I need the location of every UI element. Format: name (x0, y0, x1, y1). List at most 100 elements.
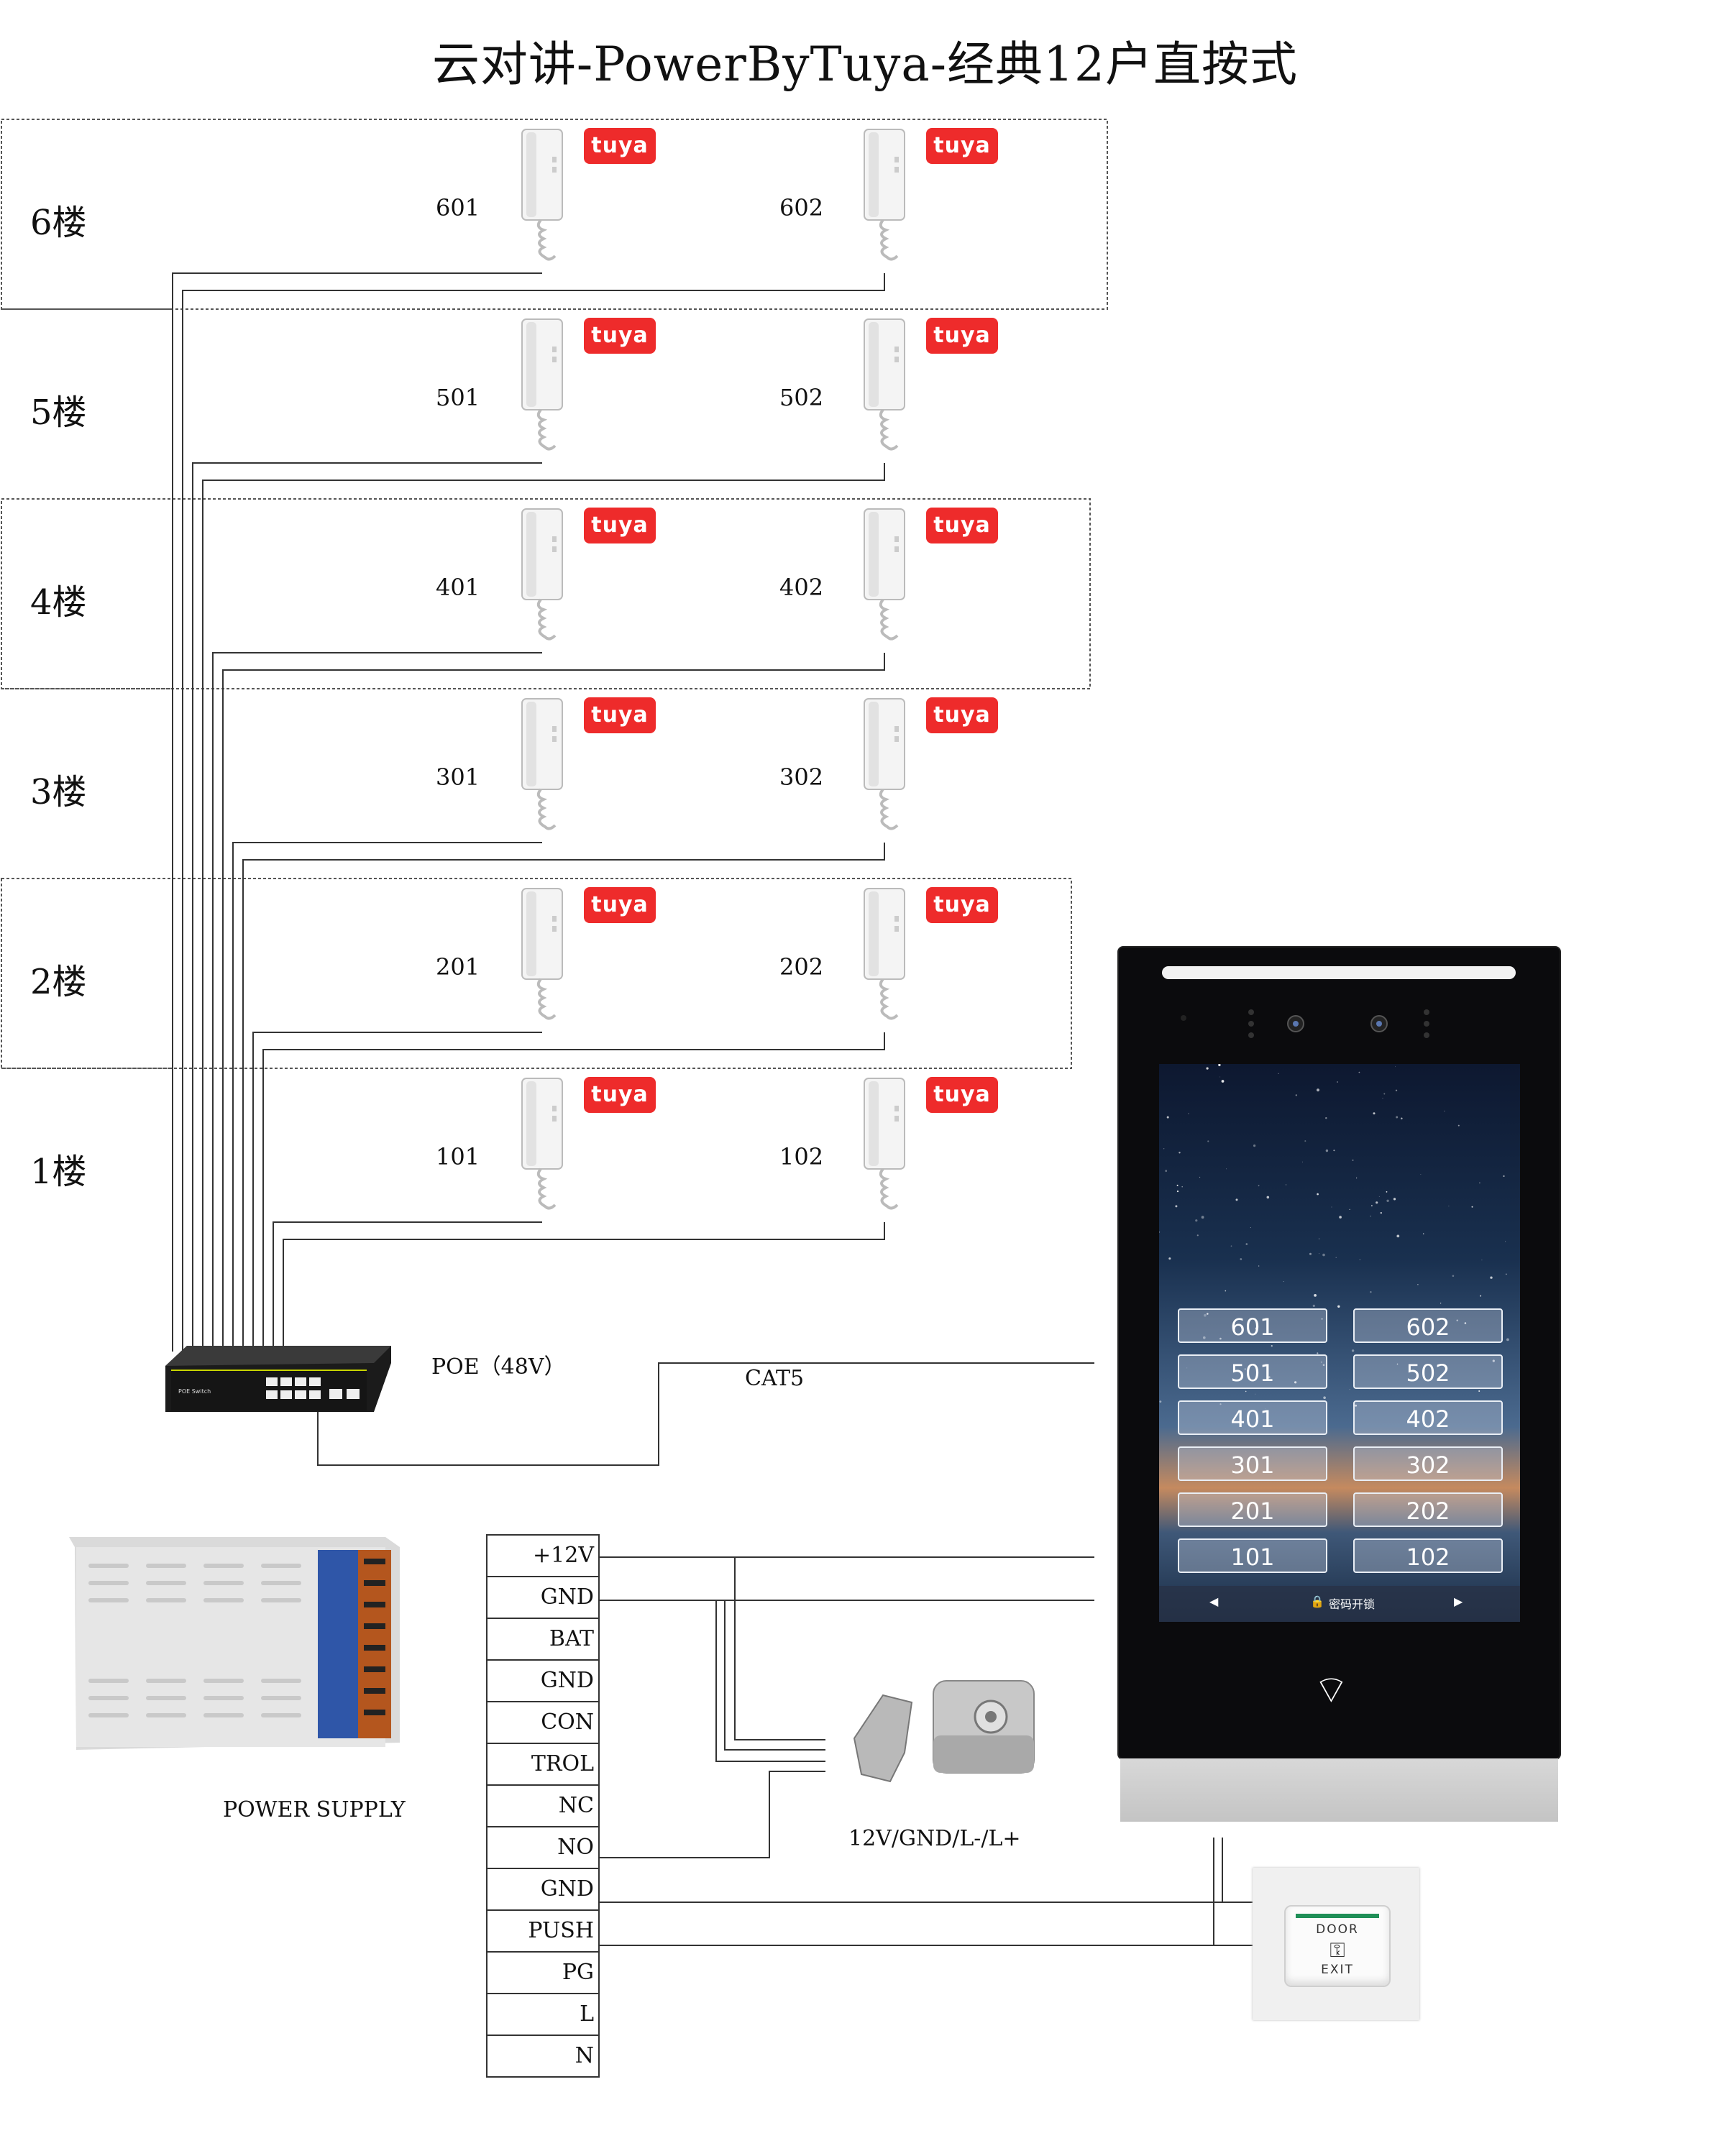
terminal-row: GND (486, 1576, 600, 1619)
terminal-row: NC (486, 1784, 600, 1827)
tuya-logo-text: tuya (933, 702, 991, 728)
indoor-handset-icon (521, 129, 563, 261)
exit-button-plate: DOOR ⚿ EXIT (1284, 1905, 1391, 1987)
call-button[interactable]: 102 (1353, 1538, 1503, 1573)
panel-light-bar (1162, 966, 1516, 979)
call-button[interactable]: 101 (1178, 1538, 1327, 1573)
floor-label: 5楼 (30, 393, 87, 433)
nav-prev-button[interactable]: ◀ (1209, 1595, 1219, 1608)
tuya-logo-text: tuya (933, 323, 991, 348)
call-button[interactable]: 202 (1353, 1492, 1503, 1527)
cat5-label: CAT5 (745, 1366, 805, 1391)
cat5-cable (317, 1362, 1094, 1466)
handset-cable (202, 463, 885, 1352)
call-button[interactable]: 301 (1178, 1446, 1327, 1481)
wire-lock-1 (734, 1557, 825, 1740)
wifi-icon: ⌔ (1313, 1667, 1350, 1712)
floor-label: 1楼 (30, 1152, 87, 1192)
terminal-label: L (486, 1993, 600, 2036)
panel-base (1120, 1758, 1558, 1822)
call-button[interactable]: 201 (1178, 1492, 1327, 1527)
tuya-logo: tuya (926, 697, 998, 733)
tuya-logo-text: tuya (591, 513, 649, 538)
exit-button-stripe (1296, 1914, 1379, 1918)
unit-label: 301 (436, 763, 480, 791)
wire-lock-2 (724, 1600, 825, 1751)
terminal-row: N (486, 2035, 600, 2078)
unit-label: 102 (779, 1143, 824, 1170)
wire-lock-4 (600, 1771, 825, 1858)
tuya-logo-text: tuya (933, 513, 991, 538)
indoor-handset-icon (864, 318, 905, 451)
tuya-logo: tuya (584, 128, 656, 164)
handset-cable (273, 1221, 542, 1352)
call-button[interactable]: 401 (1178, 1400, 1327, 1435)
indoor-handset-icon (521, 508, 563, 641)
terminal-label: N (486, 2035, 600, 2078)
tuya-logo: tuya (926, 887, 998, 923)
terminal-label: PG (486, 1951, 600, 1994)
terminal-row: +12V (486, 1534, 600, 1577)
unit-label: 101 (436, 1143, 480, 1170)
handset-cable (283, 1222, 885, 1352)
call-button[interactable]: 402 (1353, 1400, 1503, 1435)
indoor-handset-icon (521, 698, 563, 830)
indoor-handset-icon (864, 508, 905, 641)
handset-cable (262, 1032, 885, 1352)
terminal-row: BAT (486, 1618, 600, 1661)
handset-cable (172, 272, 542, 1352)
call-button[interactable]: 302 (1353, 1446, 1503, 1481)
floor-label: 6楼 (30, 203, 87, 243)
panel-screen: 601 501 401 301 201 101 602 502 402 302 202 102 ◀ 🔒… (1159, 1064, 1520, 1622)
terminal-row: GND (486, 1659, 600, 1702)
handset-cable (242, 843, 885, 1352)
terminal-label: BAT (486, 1618, 600, 1661)
call-button[interactable]: 601 (1178, 1308, 1327, 1343)
indoor-handset-icon (864, 698, 905, 830)
poe-switch: POE Switch (165, 1346, 391, 1412)
nav-unlock-button[interactable]: 密码开锁 (1329, 1597, 1376, 1611)
tuya-logo: tuya (584, 887, 656, 923)
tuya-logo: tuya (926, 508, 998, 543)
unit-label: 402 (779, 574, 824, 601)
tuya-logo-text: tuya (933, 892, 991, 917)
exit-door-text: DOOR (1316, 1922, 1359, 1937)
call-button[interactable]: 502 (1353, 1354, 1503, 1389)
exit-button: DOOR ⚿ EXIT (1253, 1868, 1419, 2020)
handset-cable (192, 462, 542, 1352)
unit-label: 602 (779, 194, 824, 221)
terminal-label: NC (486, 1784, 600, 1827)
unit-label: 401 (436, 574, 480, 601)
terminal-label: GND (486, 1576, 600, 1619)
tuya-logo: tuya (926, 128, 998, 164)
indoor-handset-icon (864, 888, 905, 1020)
handset-cable (252, 1032, 542, 1352)
terminal-row: CON (486, 1701, 600, 1744)
indoor-handset-icon (521, 1078, 563, 1210)
lock-label: 12V/GND/L-/L+ (848, 1826, 1021, 1851)
call-button[interactable]: 602 (1353, 1308, 1503, 1343)
call-button[interactable]: 501 (1178, 1354, 1327, 1389)
terminal-label: NO (486, 1826, 600, 1869)
tuya-logo-text: tuya (933, 1082, 991, 1107)
indoor-handset-icon (521, 318, 563, 451)
screen-navbar: ◀ 🔒 密码开锁 ▶ (1159, 1586, 1520, 1622)
indoor-handset-icon (864, 1078, 905, 1210)
terminal-label: GND (486, 1659, 600, 1702)
terminal-row: TROL (486, 1743, 600, 1786)
tuya-logo-text: tuya (591, 1082, 649, 1107)
terminal-label: CON (486, 1701, 600, 1744)
tuya-logo: tuya (926, 1077, 998, 1113)
terminal-row: GND (486, 1868, 600, 1911)
floor-frame-4 (1, 498, 1091, 689)
tuya-logo: tuya (584, 508, 656, 543)
tuya-logo-text: tuya (591, 133, 649, 158)
nav-next-button[interactable]: ▶ (1454, 1595, 1463, 1608)
svg-text:POE Switch: POE Switch (178, 1388, 211, 1395)
terminal-label: GND (486, 1868, 600, 1911)
tuya-logo-text: tuya (933, 133, 991, 158)
terminal-label: +12V (486, 1534, 600, 1577)
floor-frame-6 (1, 119, 1108, 310)
screen-starfield (1159, 1064, 1509, 1409)
